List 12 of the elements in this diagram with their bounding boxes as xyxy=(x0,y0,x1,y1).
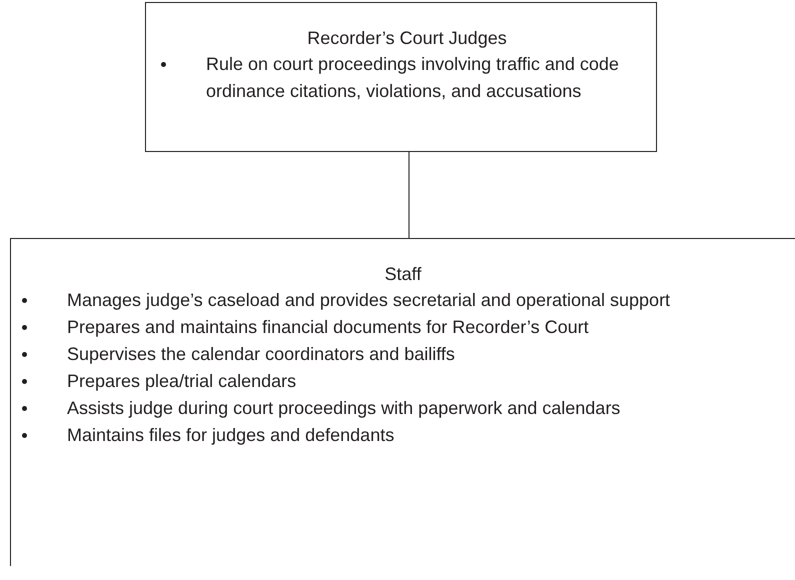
duty-text: Manages judge’s caseload and provides secretarial and operational support xyxy=(67,289,672,312)
box-heading: Staff xyxy=(384,263,422,286)
box-heading: Recorder’s Court Judges xyxy=(307,27,507,50)
duty-text: Assists judge during court proceedings with paperwork and calendars xyxy=(67,397,622,420)
duty-text: Rule on court proceedings involving traffic and code ordinance citations, violations, and accusations xyxy=(206,53,620,103)
connector-line xyxy=(408,152,410,238)
duty-text: Prepares and maintains financial documents for Recorder’s Court xyxy=(67,316,590,339)
role-box xyxy=(145,2,657,152)
duty-text: Prepares plea/trial calendars xyxy=(67,370,298,393)
duty-text: Supervises the calendar coordinators and bailiffs xyxy=(67,343,456,366)
role-box xyxy=(10,238,795,566)
duty-text: Maintains files for judges and defendants xyxy=(67,424,396,447)
